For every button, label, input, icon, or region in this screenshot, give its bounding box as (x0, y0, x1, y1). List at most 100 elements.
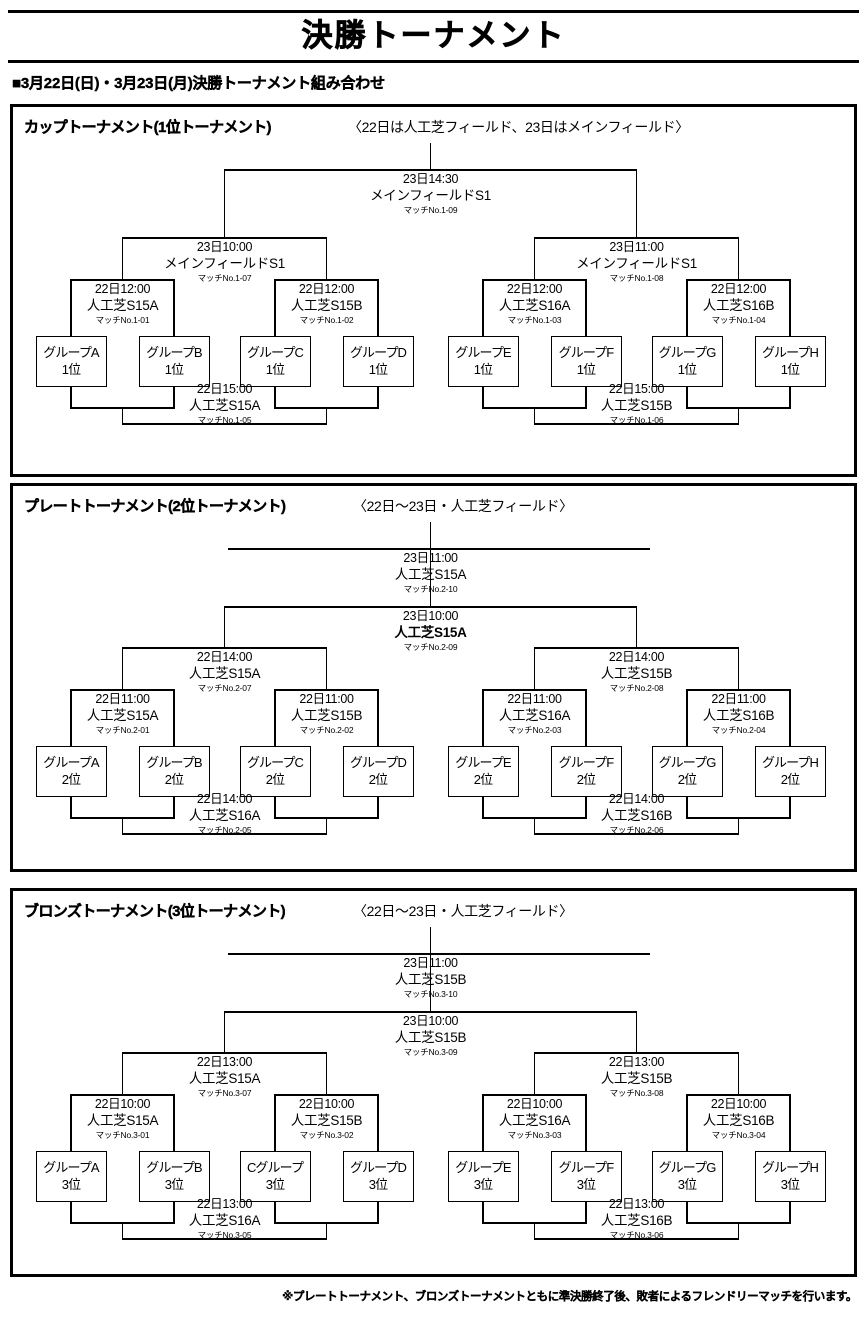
sf-riser-right (325, 237, 328, 279)
con-riser (533, 1222, 536, 1238)
match-label-consolation-time: 22日14:00 (608, 792, 665, 806)
match-label-quarter-venue: 人工芝S15A (86, 298, 159, 313)
match-label-quarter-number: マッチNo.2-02 (299, 725, 354, 735)
match-label-consolation-number: マッチNo.1-06 (609, 415, 664, 425)
final-bar (228, 953, 650, 955)
match-label-quarter-time: 22日11:00 (711, 692, 766, 706)
con-bar (533, 1238, 740, 1240)
match-label-final-time: 23日11:00 (403, 551, 458, 565)
match-label-consolation-venue: 人工芝S15A (188, 398, 261, 413)
qf-riser-left (70, 689, 72, 746)
match-label-quarter-venue: 人工芝S15A (86, 1113, 159, 1128)
con-drop (173, 1202, 175, 1222)
sf-riser-right (737, 237, 740, 279)
con-drop (686, 1202, 688, 1222)
match-label-quarter-number: マッチNo.3-04 (711, 1130, 766, 1140)
qf-bar (70, 1094, 175, 1096)
con-drop (70, 1202, 72, 1222)
match-label-quarter-time: 22日10:00 (506, 1097, 563, 1111)
match-label-semi-number: マッチNo.1-08 (609, 273, 664, 283)
match-label-quarter-venue: 人工芝S15B (290, 1113, 363, 1128)
match-label-semi-venue: メインフィールドS1 (576, 256, 697, 271)
section-title-cup: カップトーナメント(1位トーナメント) (24, 119, 272, 136)
con-drop (686, 387, 688, 407)
qf-riser-right (789, 689, 791, 746)
qf-riser-right (173, 279, 175, 336)
qf-bar (482, 1094, 587, 1096)
qf-bar (274, 279, 379, 281)
team-box[interactable]: グループF 3位 (550, 1151, 622, 1202)
sf-riser-left (533, 237, 536, 279)
con-drop (686, 797, 688, 817)
match-label-consolation-time: 22日13:00 (196, 1197, 253, 1211)
con-bar (121, 423, 328, 425)
qf-riser-left (482, 1094, 484, 1151)
match-label-consolation-venue: 人工芝S16A (188, 808, 261, 823)
con-riser (533, 817, 536, 833)
con-drop (377, 797, 379, 817)
match-label-thirdplace-number: マッチNo.3-09 (403, 1047, 458, 1057)
section-venue-plate: 〈22日〜23日・人工芝フィールド〉 (353, 498, 573, 514)
match-label-semi-time: 22日13:00 (196, 1055, 253, 1069)
team-rank-label: 3位 (164, 1177, 184, 1192)
sf-riser-left (121, 237, 124, 279)
match-label-quarter-venue: 人工芝S15B (290, 298, 363, 313)
team-rank-label: 2位 (368, 772, 388, 787)
section-bronze-tournament: ブロンズトーナメント(3位トーナメント) 〈22日〜23日・人工芝フィールド〉 … (10, 888, 857, 1277)
match-label-consolation-time: 22日13:00 (608, 1197, 665, 1211)
team-group-label: グループC (246, 345, 304, 360)
match-label-quarter-time: 22日12:00 (710, 282, 767, 296)
team-rank-label: 1位 (368, 362, 388, 377)
qf-bar (274, 689, 379, 691)
match-label-quarter-number: マッチNo.1-01 (95, 315, 150, 325)
team-rank-label: 3位 (576, 1177, 596, 1192)
match-label-consolation-time: 22日15:00 (196, 382, 253, 396)
match-label-final-venue: 人工芝S15B (394, 972, 467, 987)
con-drop (173, 797, 175, 817)
team-group-label: グループF (558, 1160, 615, 1175)
match-label-semi-venue: 人工芝S15A (188, 1071, 261, 1086)
final-stub (429, 522, 432, 548)
team-rank-label: 2位 (677, 772, 697, 787)
match-label-quarter-venue: 人工芝S16B (702, 298, 775, 313)
final-stub (429, 143, 432, 169)
team-rank-label: 1位 (576, 362, 596, 377)
qf-bar (482, 279, 587, 281)
match-label-quarter-time: 22日10:00 (94, 1097, 151, 1111)
match-label-final-number: マッチNo.3-10 (403, 989, 458, 999)
section-cup-tournament: カップトーナメント(1位トーナメント) 〈22日は人工芝フィールド、23日はメイ… (10, 104, 857, 477)
match-label-consolation-time: 22日15:00 (608, 382, 665, 396)
team-group-label: グループA (43, 1160, 99, 1175)
team-rank-label: 1位 (780, 362, 800, 377)
match-label-thirdplace-time: 23日10:00 (402, 1014, 459, 1028)
